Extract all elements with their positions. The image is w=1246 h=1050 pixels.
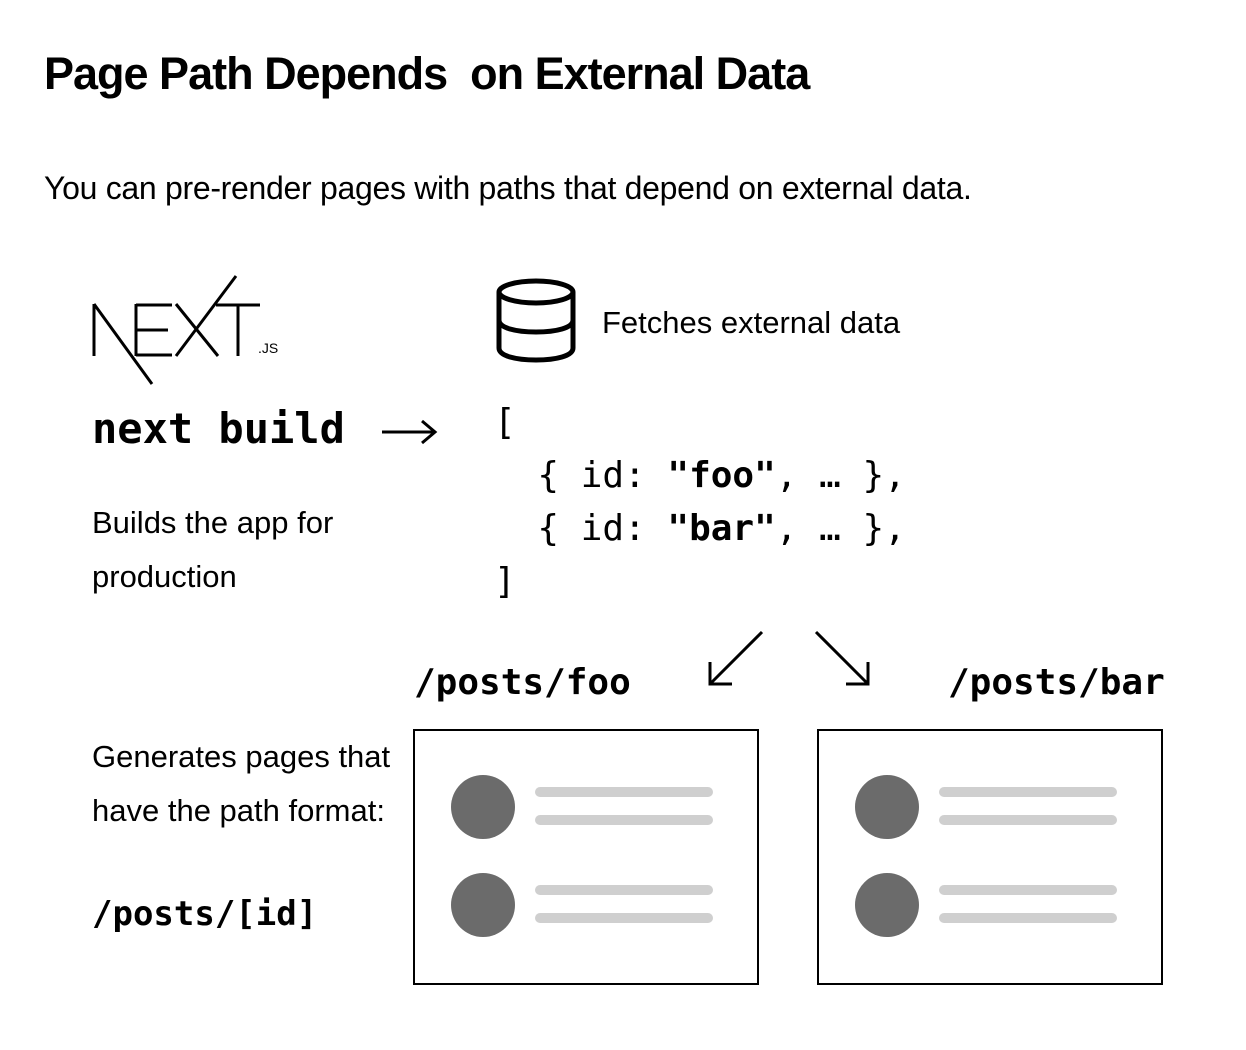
build-command: next build bbox=[92, 404, 345, 453]
text-line-placeholder bbox=[535, 787, 713, 797]
code-item: { id: "foo", … }, bbox=[494, 455, 906, 496]
right-arrow-icon bbox=[382, 419, 438, 445]
text-line-placeholder bbox=[939, 885, 1117, 895]
avatar-placeholder bbox=[451, 775, 515, 839]
build-description: Builds the app for production bbox=[92, 505, 334, 594]
arrow-down-left-icon bbox=[708, 630, 764, 686]
page-title: Page Path Depends on External Data bbox=[44, 48, 810, 99]
avatar-placeholder bbox=[855, 873, 919, 937]
fetch-label: Fetches external data bbox=[602, 305, 901, 340]
code-close-bracket: ] bbox=[494, 561, 516, 602]
generate-path-format: /posts/[id] bbox=[92, 894, 318, 934]
page-path-bar: /posts/bar bbox=[948, 662, 1165, 703]
page-card-foo bbox=[413, 729, 759, 985]
text-line-placeholder bbox=[535, 913, 713, 923]
page-card-row bbox=[451, 873, 721, 939]
text-line-placeholder bbox=[939, 913, 1117, 923]
page-card-row bbox=[855, 873, 1125, 939]
arrow-down-right-icon bbox=[814, 630, 870, 686]
database-icon bbox=[496, 278, 576, 363]
code-item: { id: "bar", … }, bbox=[494, 508, 906, 549]
code-open-bracket: [ bbox=[494, 402, 516, 443]
page-card-row bbox=[451, 775, 721, 841]
page-card-bar bbox=[817, 729, 1163, 985]
text-line-placeholder bbox=[939, 815, 1117, 825]
generate-description: Generates pages that have the path forma… bbox=[92, 739, 391, 828]
nextjs-logo: .JS bbox=[92, 275, 278, 385]
text-line-placeholder bbox=[939, 787, 1117, 797]
page-path-foo: /posts/foo bbox=[414, 662, 631, 703]
data-code-block: [ { id: "foo", … }, { id: "bar", … },] bbox=[494, 396, 906, 608]
avatar-placeholder bbox=[451, 873, 515, 937]
avatar-placeholder bbox=[855, 775, 919, 839]
text-line-placeholder bbox=[535, 815, 713, 825]
page-card-row bbox=[855, 775, 1125, 841]
nextjs-logo-text bbox=[92, 275, 260, 385]
text-line-placeholder bbox=[535, 885, 713, 895]
nextjs-logo-suffix: .JS bbox=[258, 340, 278, 356]
page-subtitle: You can pre-render pages with paths that… bbox=[44, 170, 972, 206]
